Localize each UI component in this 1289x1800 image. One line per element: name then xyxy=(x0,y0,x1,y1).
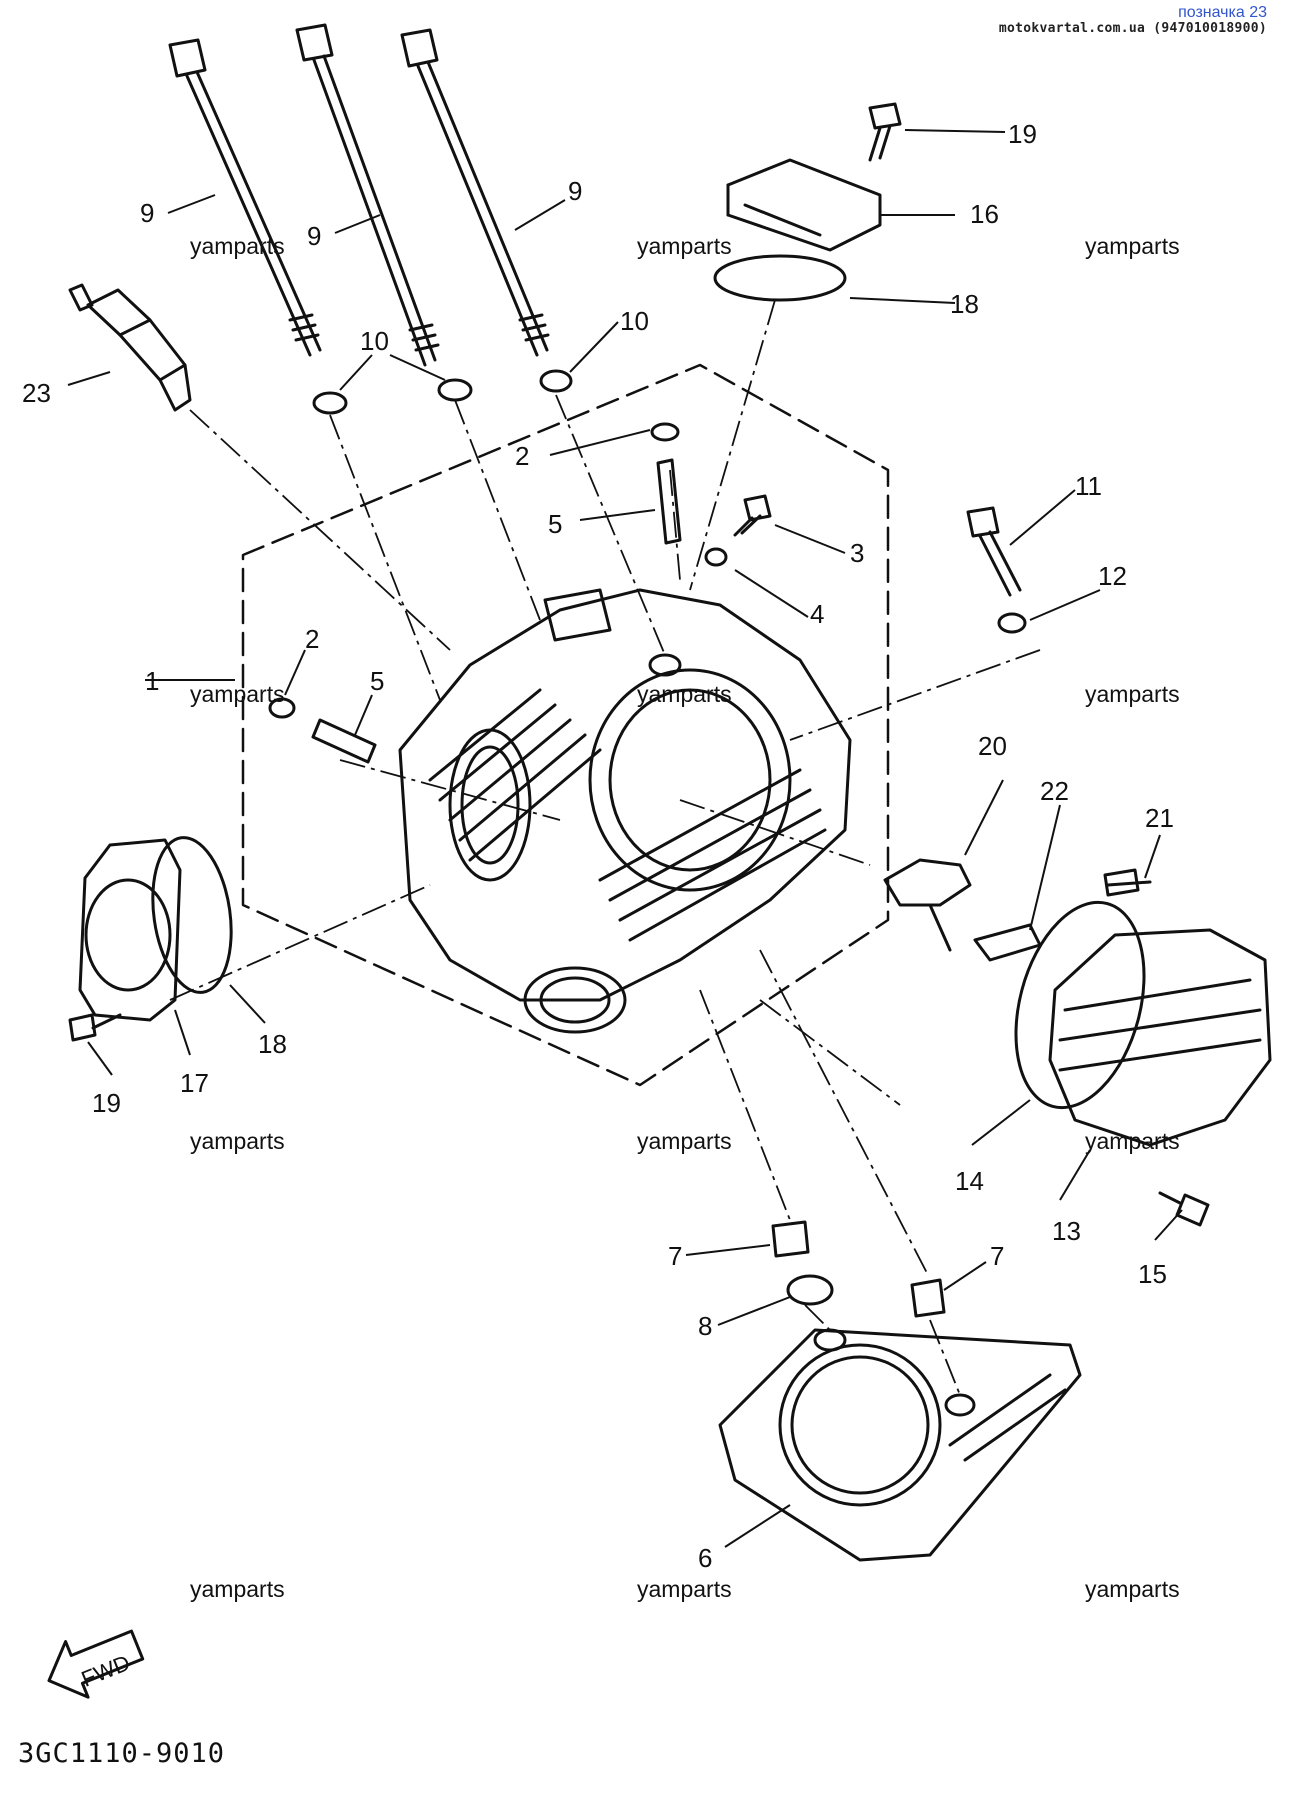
watermark: yamparts xyxy=(637,1128,732,1154)
callout-7b: 7 xyxy=(990,1241,1004,1271)
callout-19a: 19 xyxy=(1008,119,1037,149)
fwd-label: FWD xyxy=(78,1650,134,1692)
callout-13: 13 xyxy=(1052,1216,1081,1246)
o-ring-18-left xyxy=(151,836,233,994)
watermark: yamparts xyxy=(1085,233,1180,259)
dowel-5-top xyxy=(656,458,682,545)
header: позначка 23 motokvartal.com.ua (94701001… xyxy=(999,4,1267,36)
washer-10a xyxy=(312,391,348,415)
dowel-7a xyxy=(771,1220,810,1258)
drawing-number: 3GC1110-9010 xyxy=(18,1738,226,1769)
head-bolt-right xyxy=(400,28,550,357)
callout-18a: 18 xyxy=(950,289,979,319)
watermark: yamparts xyxy=(190,1128,285,1154)
assembly-boundary xyxy=(241,363,890,1087)
watermark: yamparts xyxy=(1085,1576,1180,1602)
fwd-arrow xyxy=(47,1629,145,1699)
bolt-11 xyxy=(966,506,1022,597)
callout-22: 22 xyxy=(1040,776,1069,806)
callout-9b: 9 xyxy=(307,221,321,251)
callout-10b: 10 xyxy=(620,306,649,336)
callout-1: 1 xyxy=(145,666,159,696)
bolt-15 xyxy=(1158,1191,1210,1227)
washer-4 xyxy=(704,547,728,567)
washer-8 xyxy=(786,1274,834,1306)
washer-10b xyxy=(437,378,473,402)
watermark: yamparts xyxy=(190,681,285,707)
callout-6: 6 xyxy=(698,1543,712,1573)
callout-11: 11 xyxy=(1075,471,1102,501)
cover-16 xyxy=(726,158,882,252)
washer-10c xyxy=(539,369,573,393)
callout-17: 17 xyxy=(180,1068,209,1098)
watermark: yamparts xyxy=(637,681,732,707)
callout-12: 12 xyxy=(1098,561,1127,591)
head-gasket-6 xyxy=(718,1328,1082,1562)
o-ring-14 xyxy=(1014,900,1146,1110)
site-link[interactable]: motokvartal.com.ua (947010018900) xyxy=(998,20,1267,36)
spark-plug xyxy=(68,283,192,412)
callout-5b: 5 xyxy=(370,666,384,696)
o-ring-18-top xyxy=(713,254,847,302)
cover-13 xyxy=(1048,928,1272,1147)
callout-10a: 10 xyxy=(360,326,389,356)
dowel-7b xyxy=(910,1278,946,1318)
callout-20: 20 xyxy=(978,731,1007,761)
callout-19b: 19 xyxy=(92,1088,121,1118)
dowel-5-left xyxy=(311,718,377,764)
callout-3: 3 xyxy=(850,538,864,568)
callout-5a: 5 xyxy=(548,509,562,539)
watermark: yamparts xyxy=(190,233,285,259)
callout-2a: 2 xyxy=(515,441,529,471)
callout-7a: 7 xyxy=(668,1241,682,1271)
callout-21: 21 xyxy=(1145,803,1174,833)
cover-17 xyxy=(78,838,182,1022)
callout-4: 4 xyxy=(810,599,824,629)
callout-15: 15 xyxy=(1138,1259,1167,1289)
bolt-21 xyxy=(1103,868,1152,897)
callout-23: 23 xyxy=(22,378,51,408)
callout-18b: 18 xyxy=(258,1029,287,1059)
cylinder-head xyxy=(398,588,852,1034)
head-bolt-left xyxy=(168,38,322,357)
watermark: yamparts xyxy=(637,1576,732,1602)
bolt-19-top xyxy=(868,102,902,162)
watermark: yamparts xyxy=(1085,1128,1180,1154)
watermark: yamparts xyxy=(190,1576,285,1602)
part-label: позначка 23 xyxy=(1178,4,1267,21)
callout-9c: 9 xyxy=(568,176,582,206)
callout-14: 14 xyxy=(955,1166,984,1196)
washer-12 xyxy=(997,612,1027,634)
gasket-22 xyxy=(973,923,1042,962)
watermark: yamparts xyxy=(1085,681,1180,707)
callout-8: 8 xyxy=(698,1311,712,1341)
head-bolt-middle xyxy=(295,23,440,367)
callout-9a: 9 xyxy=(140,198,154,228)
bolt-19-left xyxy=(68,1013,122,1042)
dowel-2-top xyxy=(650,422,680,442)
dowel-2-left xyxy=(268,697,296,719)
bolt-3 xyxy=(733,494,772,537)
callout-2b: 2 xyxy=(305,624,319,654)
callout-16: 16 xyxy=(970,199,999,229)
watermark: yamparts xyxy=(637,233,732,259)
guide-20 xyxy=(883,858,972,952)
